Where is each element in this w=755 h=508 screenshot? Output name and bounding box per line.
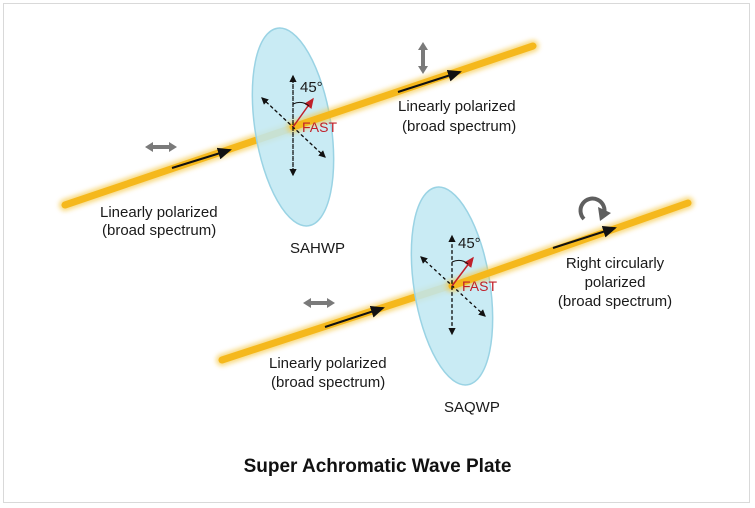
hwp-angle-arc — [292, 101, 310, 107]
qwp-input-direction-arrow — [324, 306, 385, 328]
figure-caption: Super Achromatic Wave Plate — [243, 456, 512, 477]
qwp-angle-arc — [451, 259, 469, 265]
hwp-name-label: SAHWP — [290, 240, 346, 257]
hwp-fast-axis-arrow — [292, 97, 314, 128]
qwp-output-beam — [446, 197, 694, 292]
qwp-angle-label: 45° — [458, 235, 481, 252]
hwp-output-label-line1: Linearly polarized — [398, 98, 516, 115]
qwp-output-label-line1: Right circularly — [565, 255, 665, 272]
hwp-output-direction-arrow — [397, 69, 462, 93]
qwp-input-polarization-icon — [303, 298, 335, 308]
hwp-fast-axis-label: FAST — [302, 119, 338, 135]
qwp-output-label-line2: polarized — [584, 274, 646, 291]
qwp-output-label-line3: (broad spectrum) — [557, 293, 673, 310]
qwp-input-label-line2: (broad spectrum) — [271, 374, 386, 391]
hwp-angle-label: 45° — [300, 79, 323, 96]
hwp-output-label-line2: (broad spectrum) — [402, 118, 517, 135]
hwp-input-polarization-icon — [145, 142, 177, 152]
qwp-name-label: SAQWP — [444, 399, 500, 416]
hwp-input-label-line1: Linearly polarized — [100, 204, 218, 221]
qwp-fast-axis-label: FAST — [462, 278, 498, 294]
hwp-input-label-line2: (broad spectrum) — [102, 222, 217, 239]
figure-frame — [3, 3, 750, 503]
qwp-fast-axis-arrow — [451, 256, 474, 287]
qwp-output-direction-arrow — [552, 225, 617, 249]
hwp-output-polarization-icon — [418, 42, 428, 74]
circular-polarization-icon — [578, 196, 611, 221]
hwp-input-direction-arrow — [171, 147, 232, 169]
qwp-input-label-line1: Linearly polarized — [269, 355, 387, 372]
